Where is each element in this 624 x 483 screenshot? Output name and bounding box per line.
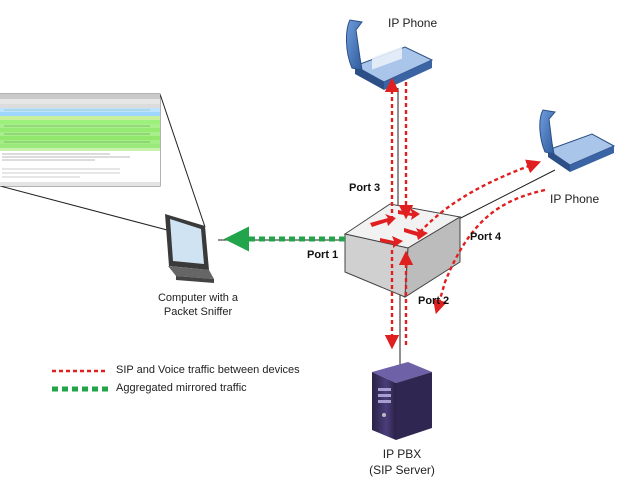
port4-label: Port 4 bbox=[470, 231, 502, 243]
legend-mirror-label: Aggregated mirrored traffic bbox=[116, 382, 247, 394]
link-switch-phone-right bbox=[446, 169, 556, 226]
pbx-label-line1: IP PBX bbox=[382, 447, 422, 461]
ip-phone-top-label: IP Phone bbox=[388, 16, 438, 30]
sip-curve-port4-pbx bbox=[432, 188, 546, 315]
ip-phone-top-icon bbox=[346, 19, 434, 90]
computer-monitor-icon bbox=[165, 214, 214, 283]
port1-label: Port 1 bbox=[307, 249, 339, 261]
ip-phone-right-icon bbox=[539, 109, 616, 172]
pbx-label-line2: (SIP Server) bbox=[369, 463, 435, 477]
mirrored-traffic-lines bbox=[52, 226, 345, 392]
network-switch-icon bbox=[343, 203, 462, 298]
pbx-label: IP PBX (SIP Server) bbox=[354, 446, 450, 478]
computer-label-line2: Packet Sniffer bbox=[163, 306, 233, 318]
sip-curve-port4-phone bbox=[419, 159, 542, 233]
sip-voice-traffic-lines bbox=[52, 77, 546, 373]
port2-label: Port 2 bbox=[418, 295, 450, 307]
zoom-line-right bbox=[159, 93, 206, 228]
legend-sip-label: SIP and Voice traffic between devices bbox=[116, 364, 300, 376]
port3-label: Port 3 bbox=[349, 182, 381, 194]
zoom-line-left bbox=[0, 185, 191, 237]
computer-label: Computer with a Packet Sniffer bbox=[142, 291, 254, 319]
computer-label-line1: Computer with a bbox=[157, 292, 239, 304]
packet-capture-window bbox=[0, 93, 161, 187]
ip-phone-right-label: IP Phone bbox=[550, 192, 600, 206]
ip-pbx-server-icon bbox=[372, 362, 432, 440]
